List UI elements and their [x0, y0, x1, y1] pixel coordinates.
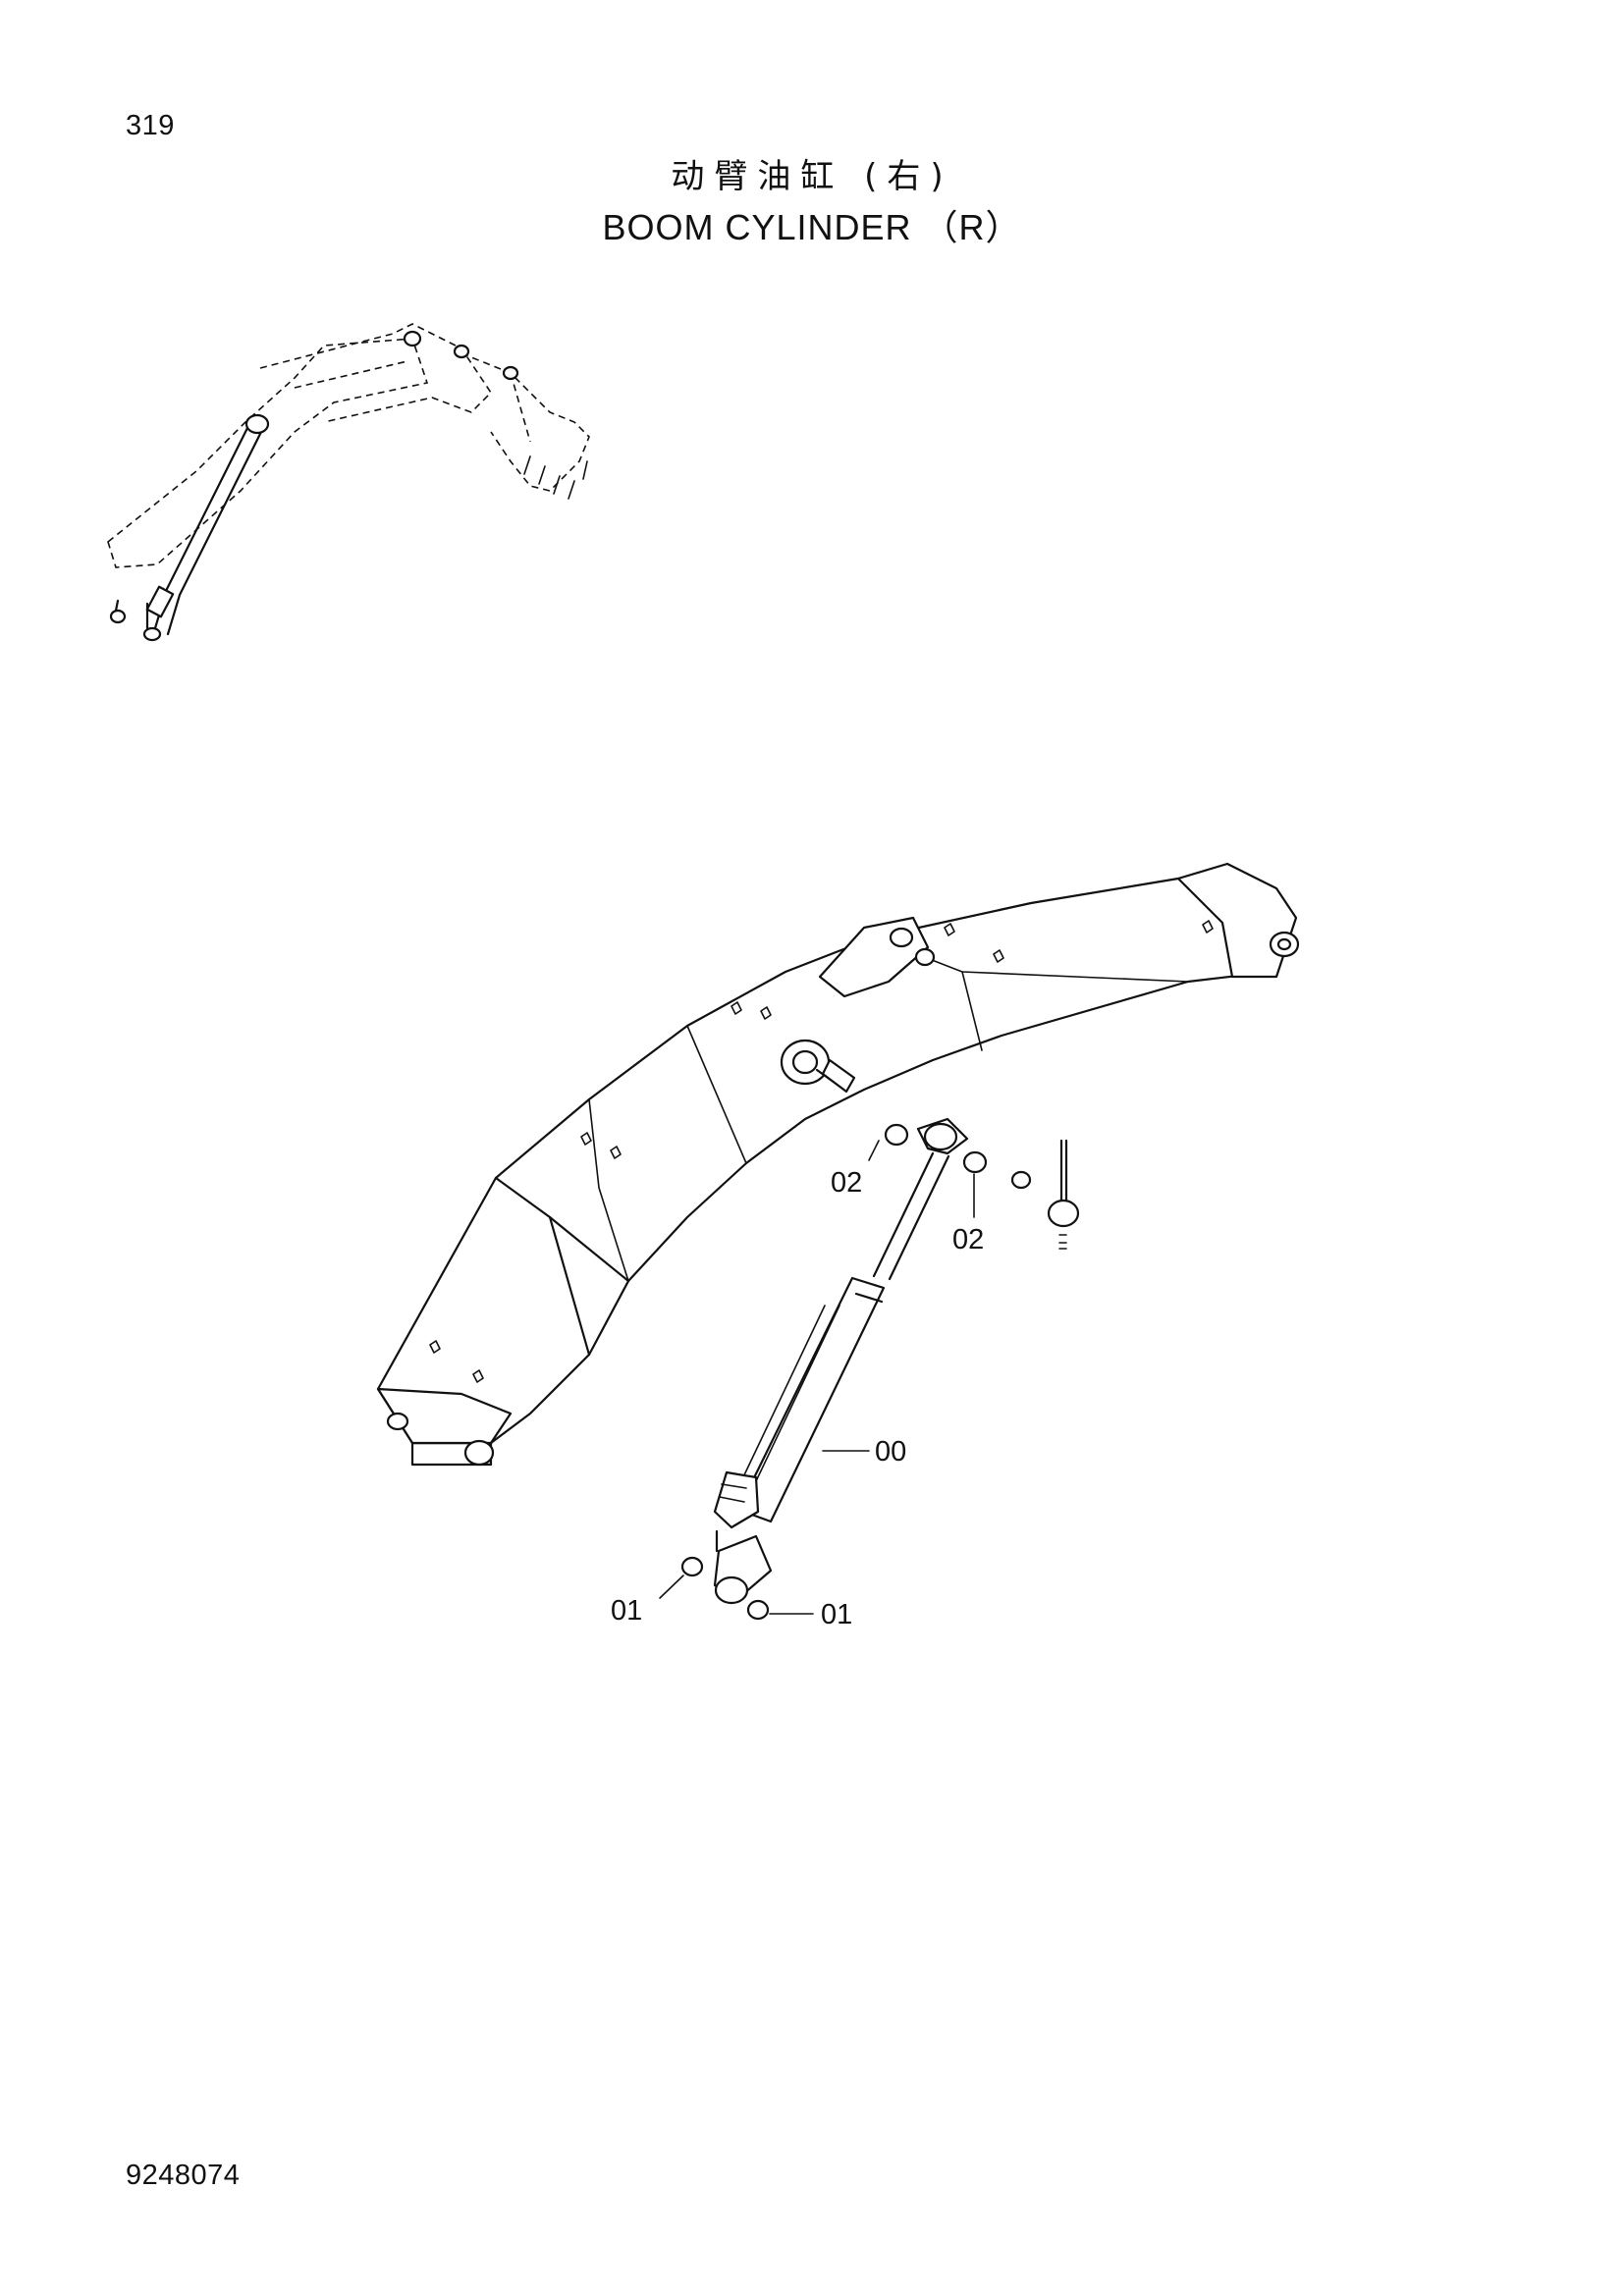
boom-cylinder-pin-parts — [884, 1123, 1080, 1250]
callout-02-left: 02 — [831, 1167, 862, 1199]
callout-01-left: 01 — [611, 1595, 642, 1627]
callout-01-right: 01 — [821, 1599, 852, 1630]
page-number: 319 — [126, 110, 175, 141]
bushing-02-right — [962, 1150, 988, 1174]
title-chinese: 动臂油缸 (右) — [671, 157, 953, 196]
callout-00: 00 — [875, 1436, 906, 1468]
boom-cylinder — [713, 1117, 969, 1605]
callouts: 02 02 00 01 01 — [611, 1140, 984, 1630]
title-english: BOOM CYLINDER （R） — [602, 207, 1022, 247]
shim-ring — [1010, 1170, 1032, 1190]
bushing-01-left — [680, 1556, 704, 1577]
document-number: 9248074 — [126, 2160, 241, 2191]
boom-cylinder-bottom-bushings — [680, 1556, 770, 1621]
boom-assembly — [376, 862, 1300, 1467]
callout-02-right: 02 — [952, 1224, 984, 1255]
nut-washer — [1058, 1234, 1067, 1250]
bushing-02-left — [884, 1123, 909, 1147]
bushing-01-right — [746, 1599, 770, 1621]
overview-excavator-front-attachment — [107, 323, 590, 642]
pin-collar — [1047, 1199, 1080, 1228]
